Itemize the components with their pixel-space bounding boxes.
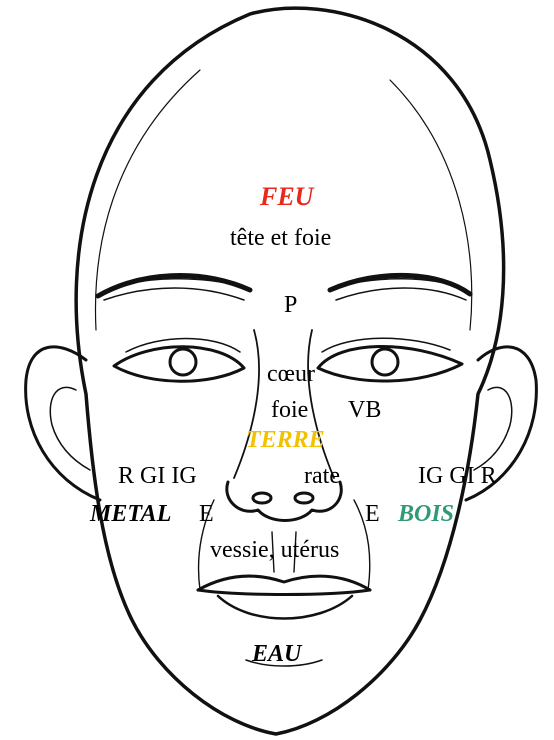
- zone-nose-mid-left-label: foie: [271, 398, 308, 422]
- mouth-line: [198, 590, 370, 595]
- left-iris: [170, 349, 196, 375]
- zone-philtrum-label: vessie, utérus: [210, 538, 339, 562]
- zone-cheek-left-label: R GI IG: [118, 464, 197, 488]
- zone-cheek-right-label: IG GI R: [418, 464, 497, 488]
- nose-left-line: [234, 330, 259, 478]
- zone-nose-tip-label: rate: [304, 464, 340, 488]
- element-wood-label: BOIS: [398, 502, 454, 526]
- right-nostril: [295, 493, 313, 503]
- element-earth-label: TERRE: [246, 428, 325, 452]
- zone-glabella-label: P: [284, 293, 297, 317]
- zone-nostril-right-label: E: [365, 502, 380, 526]
- element-water-label: EAU: [252, 642, 301, 666]
- lower-lip: [218, 596, 352, 619]
- left-nostril: [253, 493, 271, 503]
- zone-nostril-left-label: E: [199, 502, 214, 526]
- right-ear-inner: [474, 387, 512, 470]
- upper-lip: [198, 576, 370, 590]
- zone-nose-bridge-label: cœur: [267, 362, 315, 386]
- zone-nose-mid-right-label: VB: [348, 398, 381, 422]
- zone-forehead-label: tête et foie: [230, 226, 331, 250]
- left-ear-inner: [50, 387, 90, 470]
- left-eye: [114, 347, 244, 382]
- right-eye: [318, 346, 462, 381]
- nose-right-line: [308, 330, 334, 478]
- right-iris: [372, 349, 398, 375]
- element-metal-label: METAL: [90, 502, 171, 526]
- element-fire-label: FEU: [260, 184, 313, 210]
